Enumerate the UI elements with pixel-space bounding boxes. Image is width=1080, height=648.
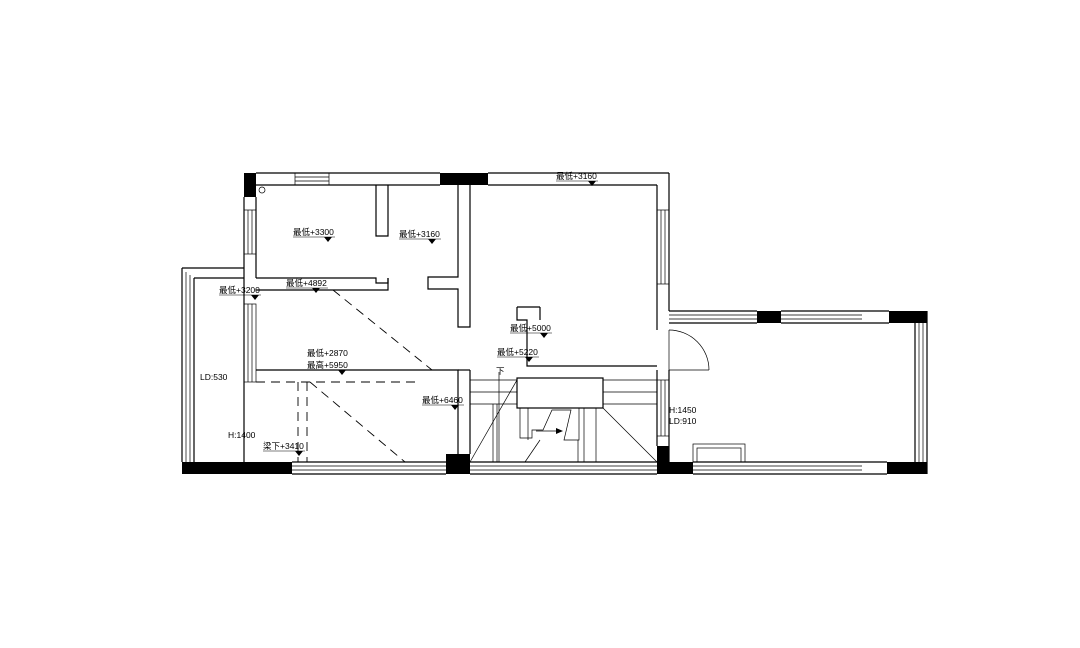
ceiling-label: 最低+3200: [219, 285, 260, 295]
interior-walls: [256, 185, 657, 454]
window-label: LD:910: [669, 416, 697, 426]
fixture-icon: [258, 186, 266, 194]
ceiling-label: 最低+3160: [556, 171, 597, 181]
counter: [692, 443, 746, 463]
beam-label: 梁下+3410: [263, 441, 304, 451]
window-label: LD:530: [200, 372, 228, 382]
column: [657, 446, 669, 474]
column: [446, 454, 470, 474]
ceiling-label: 最低+4892: [286, 278, 327, 288]
height-markers: [251, 181, 596, 456]
ceiling-label: 最高+5950: [307, 360, 348, 370]
column: [182, 462, 292, 474]
ceiling-label: 最低+3160: [399, 229, 440, 239]
column: [244, 173, 256, 197]
ceiling-label: 最低+2870: [307, 348, 348, 358]
column: [440, 173, 488, 185]
ceiling-label: 最低+3300: [293, 227, 334, 237]
windows: [185, 172, 924, 471]
structural-columns: [182, 173, 927, 474]
exterior-walls: [181, 172, 928, 475]
staircase: [469, 372, 658, 463]
ceiling-lines: [256, 289, 458, 463]
window-label: H:1400: [228, 430, 256, 440]
column: [669, 462, 693, 474]
annotations: 最低+3160 最低+3300 最低+3160 最低+4892 最低+3200 …: [200, 171, 697, 452]
column: [887, 462, 927, 474]
ceiling-label: 最低+6460: [422, 395, 463, 405]
stair-direction-label: 下: [496, 366, 505, 376]
column: [889, 311, 927, 323]
door: [668, 329, 710, 371]
window-label: H:1450: [669, 405, 697, 415]
ceiling-label: 最低+5220: [497, 347, 538, 357]
column: [757, 311, 781, 323]
ceiling-label: 最低+5000: [510, 323, 551, 333]
